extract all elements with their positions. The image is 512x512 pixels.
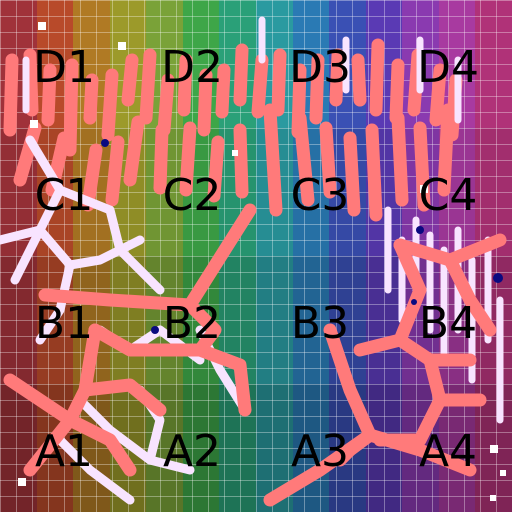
- white-speck: [38, 22, 46, 30]
- salmon-branch: [353, 238, 427, 357]
- cell-label-a2: A2: [162, 426, 222, 477]
- salmon-dash: [263, 103, 283, 217]
- cell-label-c1: C1: [34, 170, 94, 221]
- salmon-dash: [153, 123, 169, 195]
- salmon-dash: [233, 123, 249, 199]
- salmon-dash: [437, 103, 455, 197]
- white-speck: [118, 42, 126, 50]
- marker-dot: [151, 326, 159, 334]
- salmon-dash: [101, 68, 119, 142]
- cell-label-b2: B2: [162, 298, 222, 349]
- salmon-dash: [233, 43, 249, 107]
- cell-label-d2: D2: [161, 42, 223, 93]
- cell-label-c2: C2: [162, 170, 222, 221]
- salmon-dash: [215, 63, 231, 119]
- salmon-dash: [105, 135, 125, 207]
- salmon-branch: [23, 323, 102, 477]
- salmon-branch-strokes-right: [263, 233, 507, 507]
- salmon-dash-strokes: [3, 38, 463, 222]
- white-speck: [232, 150, 238, 156]
- salmon-dash: [177, 53, 193, 117]
- white-branch: [75, 395, 195, 475]
- white-branch: [35, 260, 75, 345]
- salmon-dash: [293, 111, 315, 207]
- salmon-branch: [78, 378, 167, 417]
- white-speck: [490, 445, 498, 453]
- cell-label-d3: D3: [289, 42, 351, 93]
- marker-dot: [416, 226, 424, 234]
- salmon-dash: [123, 115, 145, 187]
- white-branch: [55, 435, 135, 505]
- salmon-dash: [429, 63, 447, 127]
- salmon-branch: [183, 203, 257, 312]
- salmon-dash: [139, 48, 157, 125]
- salmon-dash: [81, 143, 103, 212]
- cell-label-c3: C3: [290, 170, 350, 221]
- salmon-dash: [23, 48, 39, 117]
- salmon-dash: [343, 131, 361, 217]
- salmon-branch: [3, 373, 77, 427]
- salmon-dash: [271, 48, 287, 117]
- white-branch: [10, 135, 65, 285]
- cell-label-a3: A3: [290, 426, 350, 477]
- salmon-branch: [333, 428, 377, 467]
- salmon-dash: [319, 121, 337, 199]
- salmon-dash: [63, 58, 79, 157]
- salmon-dash: [251, 53, 269, 119]
- white-speck: [500, 470, 506, 476]
- white-speck: [420, 185, 428, 193]
- salmon-dash: [13, 121, 42, 187]
- salmon-branch: [193, 343, 252, 417]
- cell-label-d4: D4: [417, 42, 479, 93]
- cell-label-b4: B4: [418, 298, 478, 349]
- salmon-branch: [63, 413, 137, 477]
- cell-label-c4: C4: [418, 170, 478, 221]
- salmon-dash: [365, 123, 383, 222]
- salmon-dash: [329, 48, 345, 107]
- salmon-branch: [443, 253, 497, 337]
- color-band: [475, 0, 512, 512]
- marker-dots: [101, 139, 503, 334]
- white-speck: [18, 478, 26, 486]
- cell-label-a1: A1: [34, 426, 94, 477]
- salmon-branch: [323, 323, 377, 442]
- white-speck: [490, 495, 496, 501]
- salmon-dash: [391, 111, 409, 207]
- salmon-dash: [121, 53, 139, 107]
- cell-label-a4: A4: [418, 426, 478, 477]
- salmon-dash: [3, 53, 19, 137]
- white-speck: [30, 120, 38, 128]
- salmon-dash: [41, 63, 57, 127]
- salmon-dash: [157, 73, 175, 137]
- cell-label-b3: B3: [290, 298, 350, 349]
- salmon-dash: [351, 53, 367, 107]
- salmon-branch: [88, 323, 207, 357]
- white-specks: [18, 22, 506, 501]
- salmon-dash: [369, 38, 385, 117]
- cell-label-d1: D1: [33, 42, 95, 93]
- white-branch: [55, 185, 165, 295]
- salmon-dash: [179, 121, 197, 197]
- salmon-dash: [83, 73, 99, 125]
- marker-dot: [493, 273, 503, 283]
- salmon-branch-strokes: [3, 203, 257, 477]
- marker-dot: [101, 139, 109, 147]
- salmon-branch: [363, 428, 477, 477]
- salmon-dash: [389, 58, 405, 125]
- cell-label-b1: B1: [34, 298, 94, 349]
- salmon-dash: [197, 68, 213, 137]
- marker-dot: [411, 299, 417, 305]
- salmon-dash: [207, 135, 225, 203]
- salmon-dash: [309, 53, 325, 125]
